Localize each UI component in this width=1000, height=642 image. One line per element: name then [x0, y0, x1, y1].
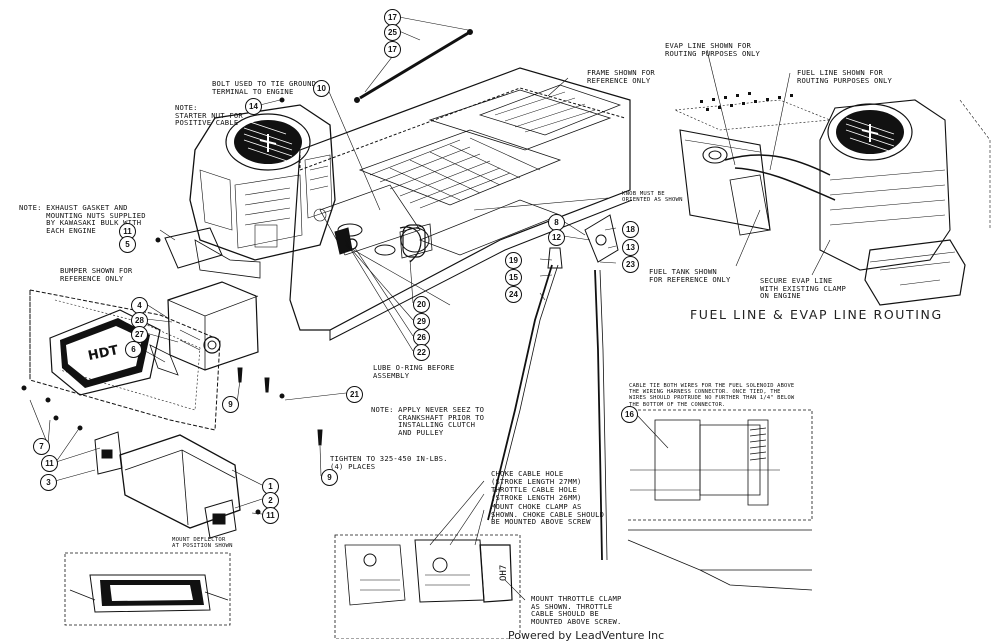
callout-9-upper: 9 [222, 396, 239, 413]
cable-tie-detail-view [627, 409, 813, 591]
deflector [94, 431, 241, 539]
fuel-fittings [334, 224, 426, 263]
note-cable-tie: CABLE TIE BOTH WIRES FOR THE FUEL SOLENO… [629, 383, 795, 408]
bolts [21, 97, 323, 515]
callout-21: 21 [346, 386, 363, 403]
callout-11-right: 11 [262, 507, 279, 524]
note-knob-orientation: KNOB MUST BE ORIENTED AS SHOWN [622, 191, 683, 203]
note-fuel-line: FUEL LINE SHOWN FOR ROUTING PURPOSES ONL… [797, 68, 893, 85]
note-throttle-cable-hole: THROTTLE CABLE HOLE (STROKE LENGTH 26mm) [491, 485, 582, 502]
callout-20: 20 [413, 296, 430, 313]
leader-lines [29, 16, 831, 601]
callout-18: 18 [622, 221, 639, 238]
note-choke-cable-hole: CHOKE CABLE HOLE (STROKE LENGTH 27mm) [491, 469, 582, 486]
note-throttle-clamp: MOUNT THROTTLE CLAMP AS SHOWN. THROTTLE … [531, 594, 622, 626]
callout-11-left: 11 [41, 455, 58, 472]
note-lube-oring: LUBE O-RING BEFORE ASSEMBLY [373, 363, 455, 380]
callout-19: 19 [505, 252, 522, 269]
cables [354, 29, 619, 561]
callout-25: 25 [384, 24, 401, 41]
muffler-assembly [149, 227, 259, 376]
frame [289, 67, 633, 341]
callout-17-top: 17 [384, 9, 401, 26]
callout-29: 29 [413, 313, 430, 330]
callout-17-lower: 17 [384, 41, 401, 58]
note-evap-line: EVAP LINE SHOWN FOR ROUTING PURPOSES ONL… [665, 41, 761, 58]
note-starter-nut: NOTE: STARTER NUT FOR POSITIVE CABLE [175, 103, 243, 128]
callout-8: 8 [548, 214, 565, 231]
callout-3: 3 [40, 474, 57, 491]
callout-22: 22 [413, 344, 430, 361]
fuel-routing-view [673, 92, 991, 306]
callout-24: 24 [505, 286, 522, 303]
callout-23: 23 [622, 256, 639, 273]
note-choke-clamp: MOUNT CHOKE CLAMP AS SHOWN. CHOKE CABLE … [491, 502, 605, 527]
callout-13: 13 [622, 239, 639, 256]
callout-15: 15 [505, 269, 522, 286]
callout-7: 7 [33, 438, 50, 455]
callout-16: 16 [621, 406, 638, 423]
callout-12: 12 [548, 229, 565, 246]
note-bolt-tie-ground: BOLT USED TO TIE GROUND TERMINAL TO ENGI… [212, 79, 317, 96]
bumper [29, 289, 221, 431]
deflector-detail-view [64, 552, 231, 626]
note-never-seez: NOTE: APPLY NEVER SEEZ TO CRANKSHAFT PRI… [371, 405, 485, 437]
note-exhaust-gasket: NOTE: EXHAUST GASKET AND MOUNTING NUTS S… [19, 203, 146, 235]
callout-14: 14 [245, 98, 262, 115]
callout-10: 10 [313, 80, 330, 97]
engine [189, 104, 336, 279]
footer-credit: Powered by LeadVenture Inc [508, 629, 665, 642]
svg-text:OH7: OH7 [499, 565, 509, 581]
callout-5: 5 [119, 236, 136, 253]
note-mount-deflector: MOUNT DEFLECTOR AT POSITION SHOWN [172, 537, 233, 549]
note-secure-evap: SECURE EVAP LINE WITH EXISTING CLAMP ON … [760, 276, 847, 301]
carb-detail-view: OH7 [334, 534, 521, 639]
note-bumper-reference: BUMPER SHOWN FOR REFERENCE ONLY [60, 266, 133, 283]
section-title-fuel-evap-routing: FUEL LINE & EVAP LINE ROUTING [690, 307, 943, 322]
note-fuel-tank: FUEL TANK SHOWN FOR REFERENCE ONLY [649, 267, 731, 284]
note-torque-spec: TIGHTEN TO 325-450 IN-LBS. (4) PLACES [330, 454, 448, 471]
note-frame-reference: FRAME SHOWN FOR REFERENCE ONLY [587, 68, 655, 85]
callout-6: 6 [125, 341, 142, 358]
callout-9-lower: 9 [321, 469, 338, 486]
